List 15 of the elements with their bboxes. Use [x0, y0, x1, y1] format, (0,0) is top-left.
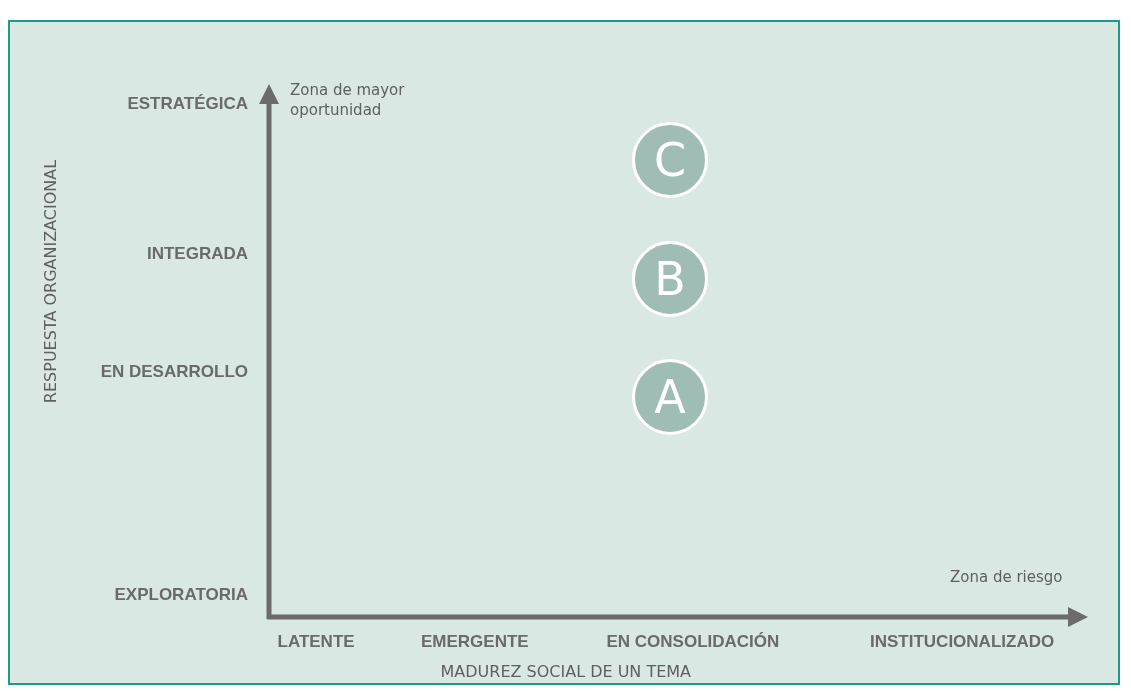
axis-tick-label: EMERGENTE: [421, 632, 529, 652]
axis-title: RESPUESTA ORGANIZACIONAL: [40, 159, 60, 404]
axis-title: MADUREZ SOCIAL DE UN TEMA: [440, 662, 692, 681]
letter-circle: A: [632, 359, 708, 435]
axis-tick-label: INTEGRADA: [146, 244, 248, 264]
axis-tick-label: EXPLORATORIA: [114, 585, 248, 605]
axis-tick-label: INSTITUCIONALIZADO: [870, 632, 1055, 652]
zone-note: Zona de mayor oportunidad: [290, 80, 406, 120]
letter-circle: C: [632, 122, 708, 198]
axis-tick-label: LATENTE: [277, 632, 355, 652]
axis-tick-label: EN CONSOLIDACIÓN: [606, 632, 780, 652]
zone-note: Zona de riesgo: [950, 567, 1063, 587]
axis-tick-label: EN DESARROLLO: [100, 362, 248, 382]
letter-circle: B: [632, 241, 708, 317]
axis-tick-label: ESTRATÉGICA: [127, 94, 248, 114]
